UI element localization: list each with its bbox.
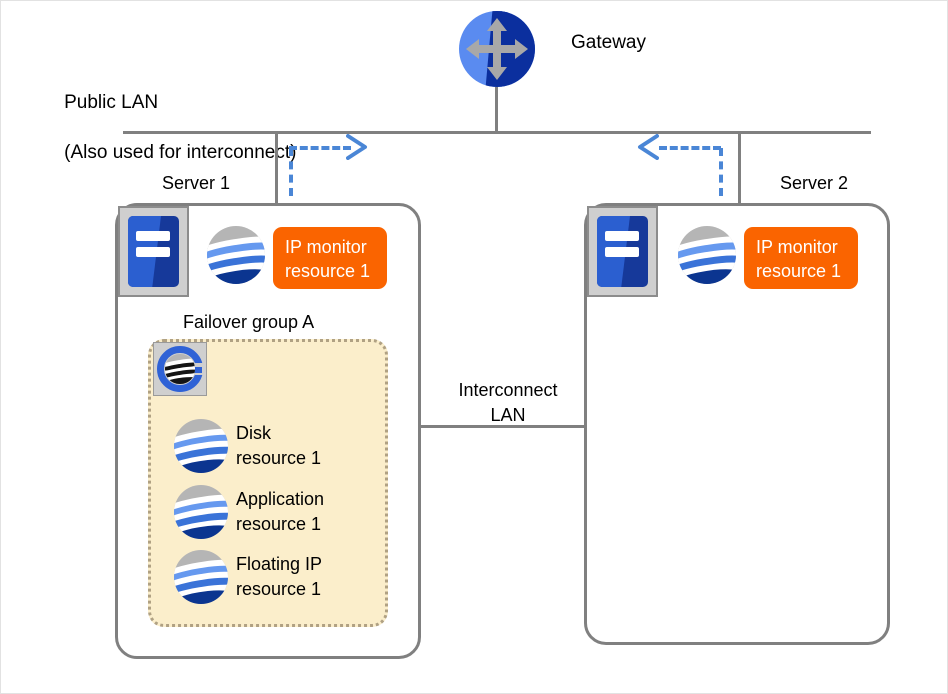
server2-chassis-bar-1 [605,230,639,241]
application-resource-label: Application resource 1 [236,489,325,534]
public-lan-bus [123,131,871,134]
failover-group-icon [153,342,207,396]
server2-chassis-bar-2 [605,247,639,258]
server1-chassis-bar-2 [136,247,170,258]
server2-machine-icon [587,206,658,297]
server2-monitor-arrow-horizontal [659,146,721,150]
resource-row-floating-ip[interactable]: Floating IP resource 1 [174,550,374,606]
server2-ip-monitor-globe-icon [678,226,736,284]
gateway-drop-line [495,87,498,133]
public-lan-line1: Public LAN [64,92,159,113]
server1-ip-monitor-badge[interactable]: IP monitor resource 1 [273,227,387,289]
server2-ip-monitor-badge[interactable]: IP monitor resource 1 [744,227,858,289]
floating-ip-resource-globe-icon [174,550,228,604]
disk-resource-globe-icon [174,419,228,473]
server1-monitor-arrow-vertical [289,148,293,196]
interconnect-lan-label: Interconnect LAN [458,380,558,425]
gateway-router-icon [457,9,537,89]
floating-ip-resource-label: Floating IP resource 1 [236,554,323,599]
server2-lan-drop-line [738,131,741,203]
server2-label: Server 2 [780,173,849,193]
public-lan-line2: (Also used for interconnect) [64,142,297,163]
public-lan-label: Public LAN (Also used for interconnect) [43,65,296,190]
gateway-label: Gateway [571,32,646,53]
server1-machine-icon [118,206,189,297]
server1-chassis [128,215,179,288]
server1-label: Server 1 [162,173,231,193]
failover-group-label: Failover group A [183,312,315,332]
server1-chassis-bar-1 [136,230,170,241]
interconnect-lan-line [421,425,587,428]
server1-lan-drop-line [275,131,278,203]
resource-row-application[interactable]: Application resource 1 [174,485,374,541]
server1-monitor-arrow-horizontal [289,146,351,150]
application-resource-globe-icon [174,485,228,539]
server2-monitor-arrow-vertical [719,148,723,196]
server1-monitor-arrowhead [346,134,370,165]
disk-resource-label: Disk resource 1 [236,423,322,468]
server2-chassis [597,215,648,288]
resource-row-disk[interactable]: Disk resource 1 [174,419,374,475]
server2-monitor-arrowhead [635,134,659,165]
server1-ip-monitor-globe-icon [207,226,265,284]
